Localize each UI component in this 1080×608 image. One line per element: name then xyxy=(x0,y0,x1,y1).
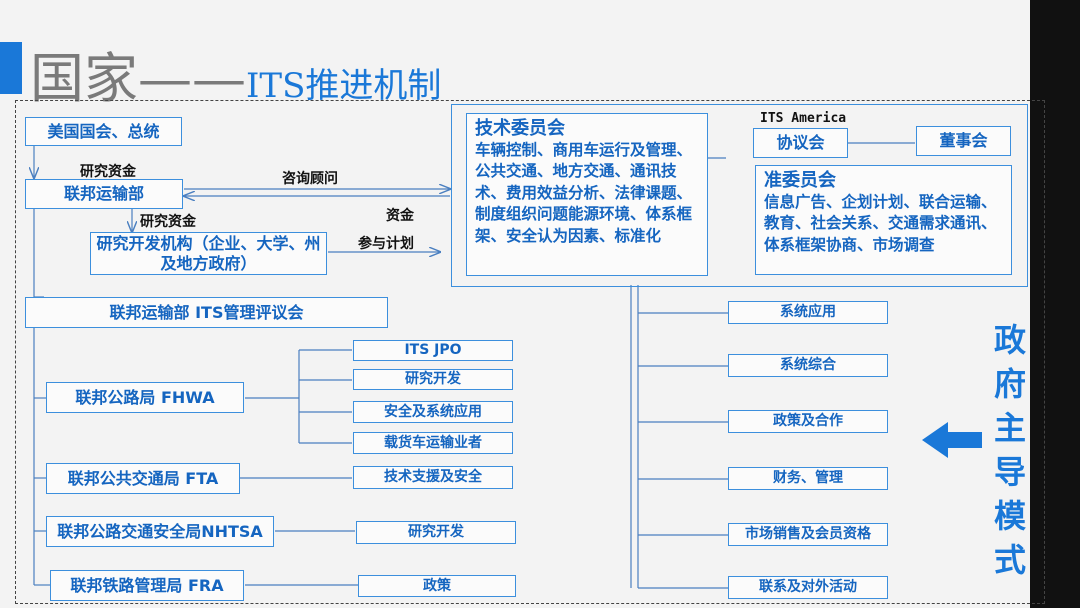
title-sub: ITS推进机制 xyxy=(246,66,442,106)
fhwa-child-safety: 安全及系统应用 xyxy=(353,401,513,423)
title-accent-bar xyxy=(0,42,22,94)
fhwa-box: 联邦公路局 FHWA xyxy=(46,382,244,413)
label-its-america: ITS America xyxy=(760,111,847,126)
nhtsa-child: 研究开发 xyxy=(356,521,516,544)
quasi-committee-body: 信息广告、企划计划、联合运输、教育、社会关系、交通需求通讯、体系框架协商、市场调… xyxy=(764,192,997,254)
title-main: 国家—— xyxy=(30,47,246,110)
label-funds-1: 研究资金 xyxy=(80,164,136,180)
fra-box: 联邦铁路管理局 FRA xyxy=(50,570,244,601)
tech-committee-box: 技术委员会 车辆控制、商用车运行及管理、公共交通、地方交通、通讯技术、费用效益分… xyxy=(466,113,708,276)
label-funds-2: 研究资金 xyxy=(140,214,196,230)
fra-child: 政策 xyxy=(358,575,516,597)
tech-committee-title: 技术委员会 xyxy=(475,118,565,139)
nhtsa-box: 联邦公路交通安全局NHTSA xyxy=(46,516,274,547)
dashed-frame xyxy=(15,100,1045,604)
right-item-marketing: 市场销售及会员资格 xyxy=(728,523,888,546)
rnd-org-box: 研究开发机构（企业、大学、州及地方政府） xyxy=(90,232,327,275)
slide-title: 国家——ITS推进机制 xyxy=(30,34,442,110)
its-council-box: 联邦运输部 ITS管理评议会 xyxy=(25,297,388,328)
congress-box: 美国国会、总统 xyxy=(25,117,182,146)
fhwa-child-rnd: 研究开发 xyxy=(353,369,513,390)
label-join: 参与计划 xyxy=(358,236,414,252)
left-arrow-icon xyxy=(922,422,982,458)
right-item-finance: 财务、管理 xyxy=(728,467,888,490)
quasi-committee-box: 准委员会 信息广告、企划计划、联合运输、教育、社会关系、交通需求通讯、体系框架协… xyxy=(755,165,1012,275)
right-black-bar xyxy=(1030,0,1080,608)
right-item-policy: 政策及合作 xyxy=(728,410,888,433)
label-consult: 咨询顾问 xyxy=(282,171,338,187)
label-money: 资金 xyxy=(386,208,414,224)
side-label: 政府主导模式 xyxy=(993,321,1026,579)
quasi-committee-title: 准委员会 xyxy=(764,170,836,191)
dot-box: 联邦运输部 xyxy=(25,179,183,209)
fhwa-child-trucking: 载货车运输业者 xyxy=(353,432,513,454)
fhwa-child-jpo: ITS JPO xyxy=(353,340,513,361)
tech-committee-body: 车辆控制、商用车运行及管理、公共交通、地方交通、通讯技术、费用效益分析、法律课题… xyxy=(475,140,693,245)
board-box: 董事会 xyxy=(916,126,1011,156)
right-item-sys-app: 系统应用 xyxy=(728,301,888,324)
fta-child: 技术支援及安全 xyxy=(353,466,513,489)
right-item-outreach: 联系及对外活动 xyxy=(728,576,888,599)
assoc-box: 协议会 xyxy=(753,128,848,158)
fta-box: 联邦公共交通局 FTA xyxy=(46,463,240,494)
its-america-container xyxy=(451,104,1028,287)
right-item-sys-integ: 系统综合 xyxy=(728,354,888,377)
